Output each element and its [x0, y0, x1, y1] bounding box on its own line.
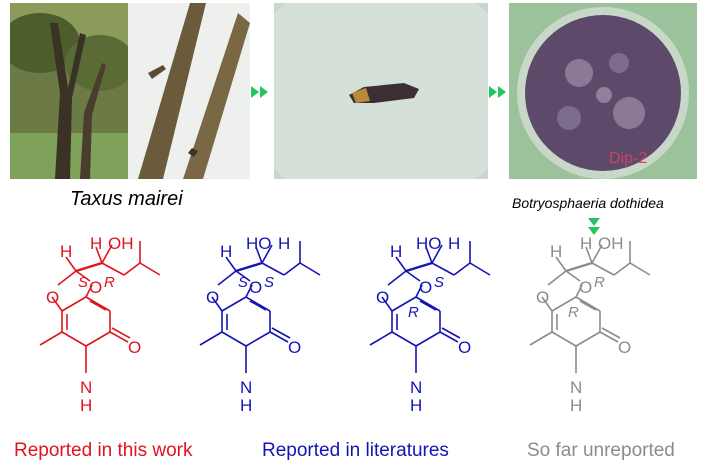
caption-this-work: Reported in this work — [14, 440, 193, 461]
tree-photo — [10, 3, 128, 179]
stereo-label-1: R — [104, 274, 115, 291]
atom-oh: OH — [108, 235, 134, 253]
svg-text:H: H — [448, 235, 460, 253]
arrow-down-icon — [588, 218, 600, 235]
structures-svg: O O N H O H H OH R S O O N H O H H HO S … — [38, 235, 652, 415]
arrow-right-2-icon — [489, 86, 506, 98]
atom-h-carbinol: H — [90, 235, 102, 253]
svg-text:H: H — [580, 235, 592, 253]
svg-text:S: S — [238, 274, 248, 291]
arrow-right-1-icon — [251, 86, 268, 98]
svg-text:R: R — [568, 304, 579, 321]
svg-text:O: O — [579, 278, 592, 297]
svg-text:OH: OH — [598, 235, 624, 253]
atom-h-acetal: H — [60, 242, 72, 261]
host-label: Taxus mairei — [70, 188, 183, 210]
svg-text:H: H — [390, 242, 402, 261]
structure-literature-2: O O N H O H H HO S R — [368, 235, 492, 415]
structure-unreported: O O N H O H H OH R R — [528, 235, 652, 415]
atom-o-carbonyl: O — [128, 338, 141, 357]
atom-o-right: O — [89, 278, 102, 297]
svg-text:R: R — [594, 274, 605, 291]
svg-text:H: H — [570, 396, 582, 415]
fungal-culture-photo: Dip-2 — [509, 3, 697, 179]
atom-n-h: H — [80, 396, 92, 415]
stereo-label-2: S — [78, 274, 88, 291]
svg-text:H: H — [550, 242, 562, 261]
plate-label: Dip-2 — [609, 150, 647, 167]
svg-text:HO: HO — [246, 235, 272, 253]
svg-text:O: O — [536, 288, 549, 307]
svg-text:O: O — [288, 338, 301, 357]
structure-literature-1: O O N H O H H HO S S — [198, 235, 322, 415]
atom-o-left: O — [46, 288, 59, 307]
svg-text:H: H — [410, 396, 422, 415]
svg-text:O: O — [376, 288, 389, 307]
svg-text:H: H — [278, 235, 290, 253]
branch-photo — [128, 3, 250, 179]
svg-text:HO: HO — [416, 235, 442, 253]
svg-text:H: H — [220, 242, 232, 261]
svg-text:S: S — [264, 274, 274, 291]
svg-text:N: N — [410, 378, 422, 397]
svg-text:N: N — [240, 378, 252, 397]
svg-text:O: O — [206, 288, 219, 307]
svg-text:H: H — [240, 396, 252, 415]
svg-text:O: O — [458, 338, 471, 357]
caption-literature: Reported in literatures — [262, 440, 449, 461]
svg-text:R: R — [408, 304, 419, 321]
svg-text:N: N — [570, 378, 582, 397]
svg-text:O: O — [618, 338, 631, 357]
svg-text:S: S — [434, 274, 444, 291]
fungus-label: Botryosphaeria dothidea — [512, 195, 664, 211]
svg-text:O: O — [249, 278, 262, 297]
caption-unreported: So far unreported — [527, 440, 675, 461]
structure-this-work: O O N H O H H OH R S — [38, 235, 162, 415]
svg-text:O: O — [419, 278, 432, 297]
atom-n: N — [80, 378, 92, 397]
agar-plate-photo — [274, 3, 488, 179]
